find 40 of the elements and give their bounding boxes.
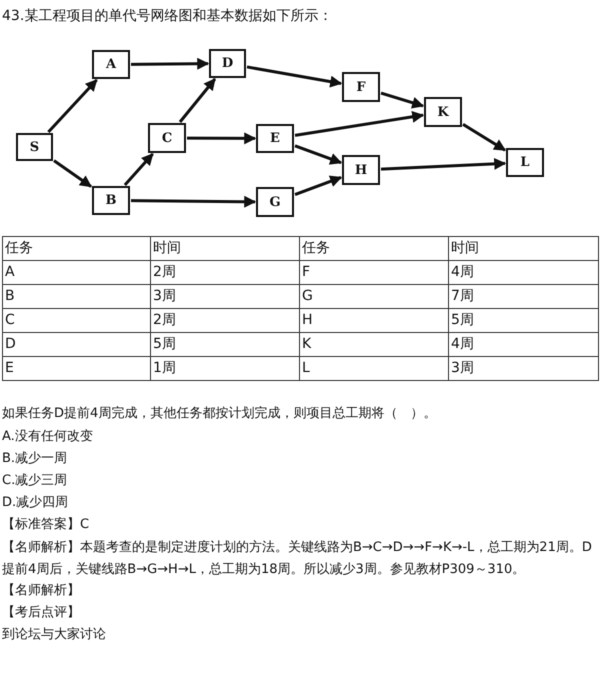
task-box: C — [148, 123, 186, 153]
arrow — [380, 158, 506, 171]
arrow — [294, 110, 424, 137]
arrow — [47, 78, 98, 134]
task-box: K — [424, 97, 462, 127]
arrow — [124, 153, 154, 186]
arrow — [246, 65, 342, 88]
task-box: A — [92, 50, 130, 79]
task-box: D — [209, 49, 246, 78]
table-cell: 3周 — [448, 356, 599, 381]
task-box: E — [256, 124, 294, 153]
arrow — [178, 78, 216, 123]
arrow — [294, 144, 342, 165]
answer-option: B.减少一周 — [2, 449, 68, 469]
task-box: F — [342, 72, 380, 102]
answer-option: A.没有任何改变 — [2, 427, 93, 447]
section-heading: 【名师解析】 — [2, 582, 80, 600]
task-box: B — [92, 186, 130, 215]
arrow — [130, 58, 210, 70]
answer-text: 【标准答案】C — [2, 516, 90, 534]
table-cell: E — [2, 356, 151, 381]
question-title: 43.某工程项目的单代号网络图和基本数据如下所示： — [2, 7, 332, 25]
arrow — [53, 159, 92, 188]
arrow — [294, 176, 342, 196]
task-box: G — [256, 187, 294, 217]
answer-option: C.减少三周 — [2, 471, 68, 491]
note-text: 到论坛与大家讨论 — [2, 626, 106, 644]
arrow — [187, 132, 256, 144]
table-cell: 时间 — [448, 236, 599, 261]
question-text: 如果任务D提前4周完成，其他任务都按计划完成，则项目总工期将（ ）。 — [2, 405, 436, 423]
section-heading: 【考后点评】 — [2, 604, 80, 622]
arrow — [130, 196, 256, 208]
task-box: H — [342, 155, 380, 185]
answer-option: D.减少四周 — [2, 493, 68, 513]
task-box: L — [506, 148, 544, 177]
explanation-text: 【名师解析】本题考查的是制定进度计划的方法。关键线路为B→C→D→→F→K→-L，总工期为21周。D提前4周后，关键线路B→G→H→L，总工期为18周。所以减少3周。参见教材P309～310。 — [2, 539, 593, 579]
arrow — [462, 123, 506, 152]
table-cell: 任务 — [2, 236, 151, 261]
task-box: S — [16, 133, 53, 161]
arrow — [380, 92, 424, 108]
